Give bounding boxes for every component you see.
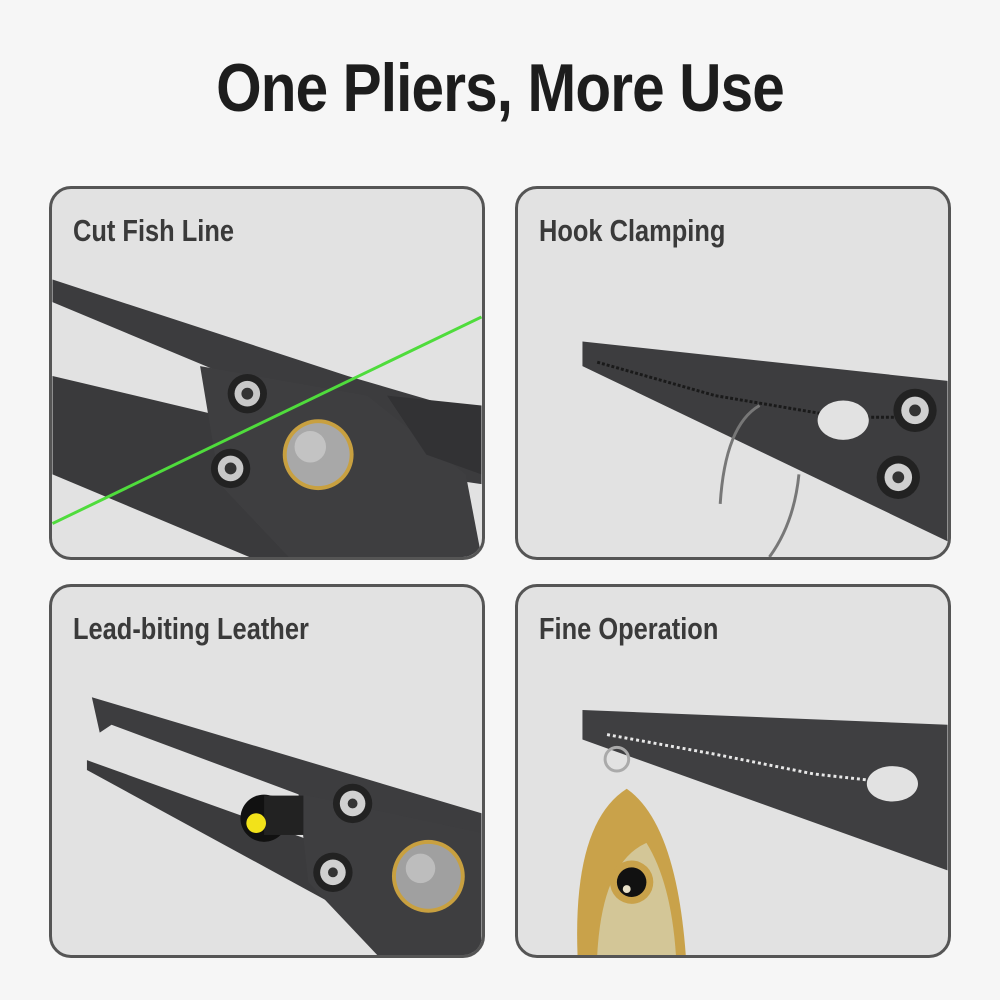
page-title: One Pliers, More Use: [216, 50, 785, 126]
panel-label: Cut Fish Line: [73, 213, 234, 248]
panel-lead-biting-leather: Lead-biting Leather: [49, 584, 485, 958]
fishing-line: [52, 315, 482, 525]
panel-hook-clamping: Hook Clamping: [515, 186, 951, 560]
panel-fine-operation: Fine Operation: [515, 584, 951, 958]
panel-label: Fine Operation: [539, 611, 719, 646]
lead-sinker-core: [246, 813, 267, 833]
pliers-cutting-line-image: [52, 279, 482, 557]
fishing-hook: [718, 404, 761, 504]
panel-label: Hook Clamping: [539, 213, 726, 248]
panel-cut-fish-line: Cut Fish Line: [49, 186, 485, 560]
pliers-lead-sinker-image: [86, 697, 482, 955]
split-ring: [603, 745, 631, 773]
panel-label: Lead-biting Leather: [73, 611, 309, 646]
pliers-clamping-hook-image: [582, 341, 948, 557]
pliers-lure-split-ring-image: [577, 709, 948, 955]
